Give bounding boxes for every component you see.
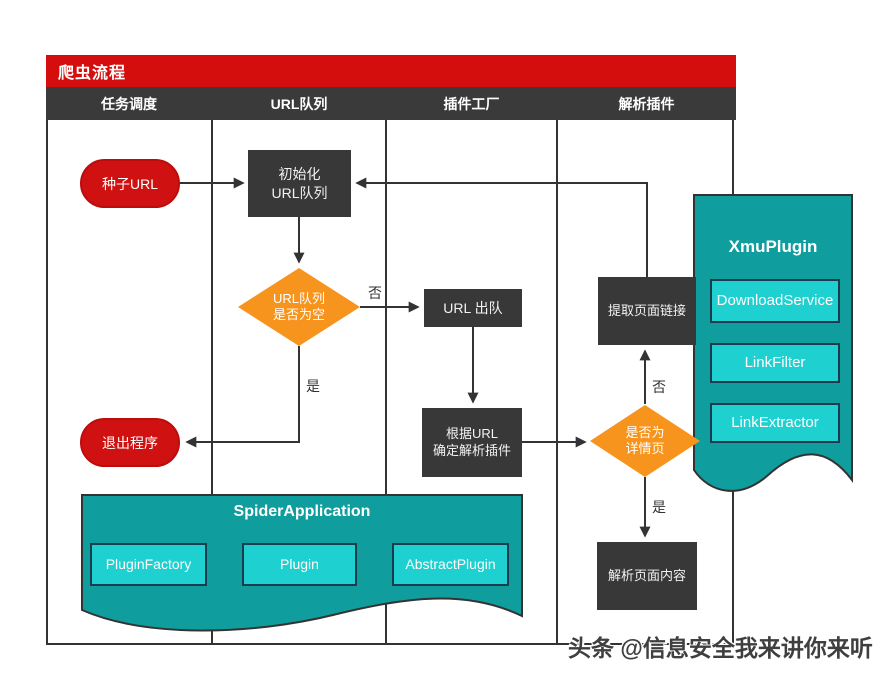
lane-header-url-queue: URL队列 — [270, 95, 328, 112]
decision-is-detail-page-line2: 详情页 — [625, 441, 665, 456]
watermark-text: 头条 @信息安全我来讲你来听 — [568, 635, 873, 661]
node-seed-url: 种子URL — [80, 159, 180, 208]
node-resolve-plugin-line1: 根据URL — [445, 425, 498, 441]
node-extract-links-label: 提取页面链接 — [607, 302, 686, 318]
class-abstract-plugin: AbstractPlugin — [392, 543, 509, 586]
xmu-plugin-title: XmuPlugin — [728, 237, 818, 256]
node-init-url-queue-line1: 初始化 — [278, 166, 321, 183]
edge-label-diamond1-yes: 是 — [306, 378, 320, 394]
diagram-title: 爬虫流程 — [58, 65, 127, 82]
node-resolve-plugin-line2: 确定解析插件 — [432, 442, 511, 458]
lane-header-task-scheduling: 任务调度 — [101, 95, 157, 112]
node-url-dequeue: URL 出队 — [424, 289, 522, 327]
decision-url-queue-empty-line2: 是否为空 — [272, 307, 325, 322]
spider-application-container: SpiderApplication PluginFactory Plugin A… — [81, 494, 523, 639]
decision-is-detail-page-line1: 是否为 — [625, 424, 665, 440]
lane-divider-3 — [556, 120, 558, 645]
lane-header-plugin-factory: 插件工厂 — [443, 95, 500, 112]
class-download-service: DownloadService — [710, 279, 840, 323]
node-seed-url-label: 种子URL — [101, 175, 158, 192]
edge-label-diamond2-no: 否 — [652, 379, 666, 395]
node-resolve-plugin: 根据URL 确定解析插件 — [422, 408, 522, 477]
class-plugin-factory: PluginFactory — [90, 543, 207, 586]
diagram-title-bar: 爬虫流程 — [46, 55, 736, 87]
edge-label-diamond1-no: 否 — [368, 285, 382, 301]
edge-label-diamond2-yes: 是 — [652, 499, 666, 515]
node-init-url-queue: 初始化 URL队列 — [248, 150, 351, 217]
node-parse-content-label: 解析页面内容 — [607, 567, 686, 583]
decision-url-queue-empty-line1: URL队列 — [272, 290, 325, 306]
node-extract-links: 提取页面链接 — [598, 277, 696, 345]
lane-header-bar: 任务调度 URL队列 插件工厂 解析插件 — [46, 87, 736, 120]
class-plugin: Plugin — [242, 543, 357, 586]
xmu-plugin-container: XmuPlugin DownloadService LinkFilter Lin… — [693, 194, 853, 494]
lane-header-parse-plugin: 解析插件 — [618, 95, 675, 112]
node-url-dequeue-label: URL 出队 — [443, 299, 503, 316]
lane-divider-2 — [385, 120, 387, 645]
node-exit-program-label: 退出程序 — [102, 434, 158, 451]
spider-application-title: SpiderApplication — [233, 503, 371, 520]
class-link-extractor: LinkExtractor — [710, 403, 840, 443]
node-init-url-queue-line2: URL队列 — [271, 184, 328, 201]
class-link-filter: LinkFilter — [710, 343, 840, 383]
node-parse-content: 解析页面内容 — [597, 542, 697, 610]
node-exit-program: 退出程序 — [80, 418, 180, 467]
